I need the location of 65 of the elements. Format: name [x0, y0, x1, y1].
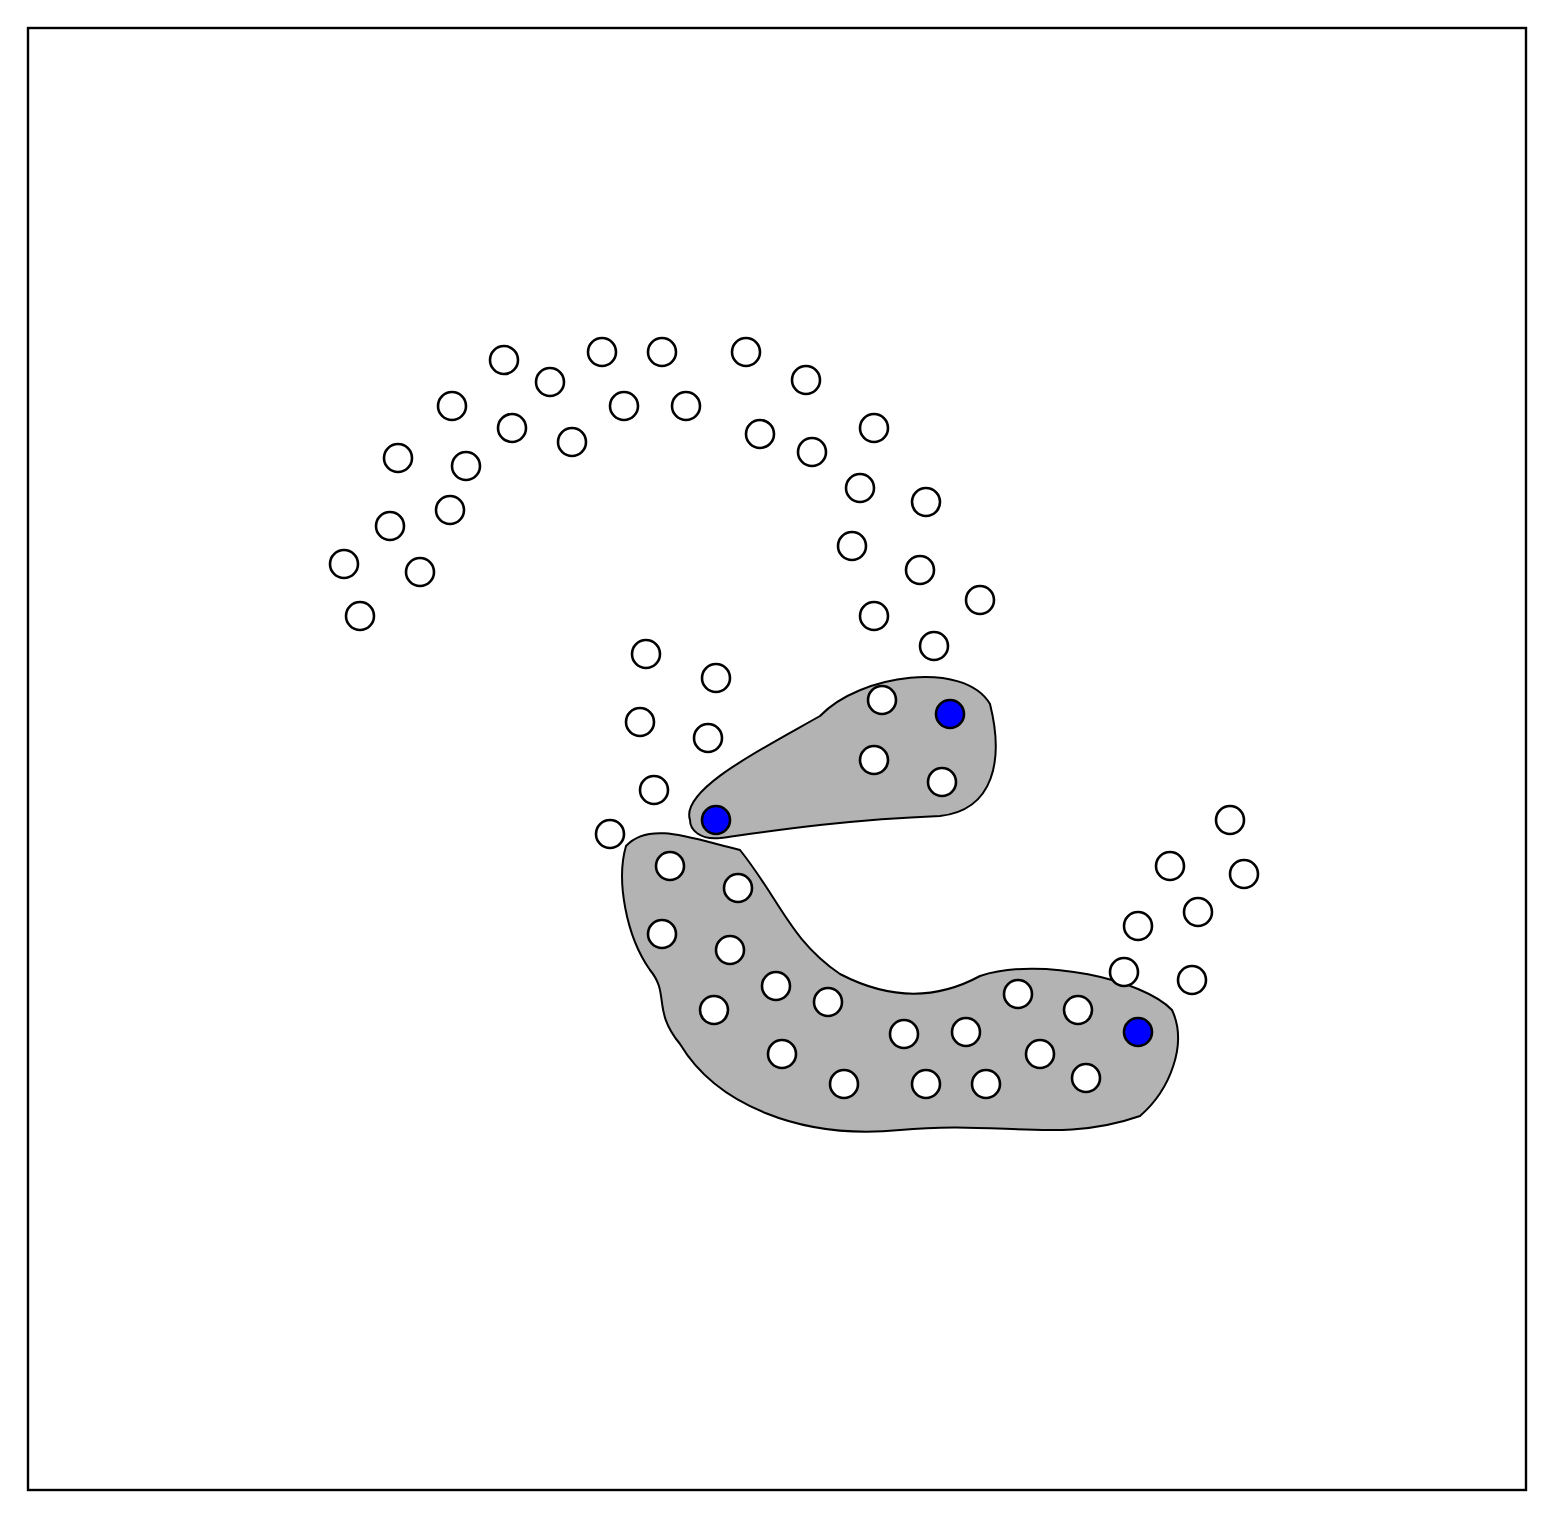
data-point	[918, 630, 950, 662]
data-point	[744, 418, 776, 450]
data-point	[404, 556, 436, 588]
data-point	[630, 638, 662, 670]
data-point	[1182, 896, 1214, 928]
data-point	[926, 766, 958, 798]
data-point	[910, 486, 942, 518]
data-point	[624, 706, 656, 738]
data-point	[1002, 978, 1034, 1010]
data-point	[1122, 1016, 1154, 1048]
data-point	[858, 412, 890, 444]
data-point	[970, 1068, 1002, 1100]
data-point	[866, 684, 898, 716]
data-point	[828, 1068, 860, 1100]
data-point	[646, 336, 678, 368]
data-point	[730, 336, 762, 368]
data-point	[1070, 1062, 1102, 1094]
cluster-region	[688, 676, 997, 840]
data-point	[434, 494, 466, 526]
data-point	[844, 472, 876, 504]
data-point	[950, 1016, 982, 1048]
data-point	[796, 436, 828, 468]
data-point	[692, 722, 724, 754]
data-point	[586, 336, 618, 368]
data-point	[700, 804, 732, 836]
data-point	[670, 390, 702, 422]
data-point	[836, 530, 868, 562]
data-point	[760, 970, 792, 1002]
data-point	[790, 364, 822, 396]
data-point	[436, 390, 468, 422]
data-point	[1176, 964, 1208, 996]
data-point	[1122, 910, 1154, 942]
data-point	[450, 450, 482, 482]
data-point	[556, 426, 588, 458]
data-point	[812, 986, 844, 1018]
data-point	[1228, 858, 1260, 890]
data-point	[1062, 994, 1094, 1026]
data-point	[374, 510, 406, 542]
data-point	[858, 600, 890, 632]
data-point	[488, 344, 520, 376]
data-point	[766, 1038, 798, 1070]
data-point	[594, 818, 626, 850]
data-point	[910, 1068, 942, 1100]
data-point	[646, 918, 678, 950]
data-point	[1154, 850, 1186, 882]
data-point	[654, 850, 686, 882]
data-point	[858, 744, 890, 776]
data-point	[964, 584, 996, 616]
data-point	[496, 412, 528, 444]
data-point	[638, 774, 670, 806]
data-point	[534, 366, 566, 398]
data-point	[344, 600, 376, 632]
data-point	[888, 1018, 920, 1050]
data-point	[934, 698, 966, 730]
data-point	[1214, 804, 1246, 836]
data-point	[904, 554, 936, 586]
data-point	[714, 934, 746, 966]
data-point	[1108, 956, 1140, 988]
data-point	[382, 442, 414, 474]
data-point	[608, 390, 640, 422]
data-point	[722, 872, 754, 904]
data-point	[698, 994, 730, 1026]
data-point	[700, 662, 732, 694]
data-point	[1024, 1038, 1056, 1070]
data-point	[328, 548, 360, 580]
